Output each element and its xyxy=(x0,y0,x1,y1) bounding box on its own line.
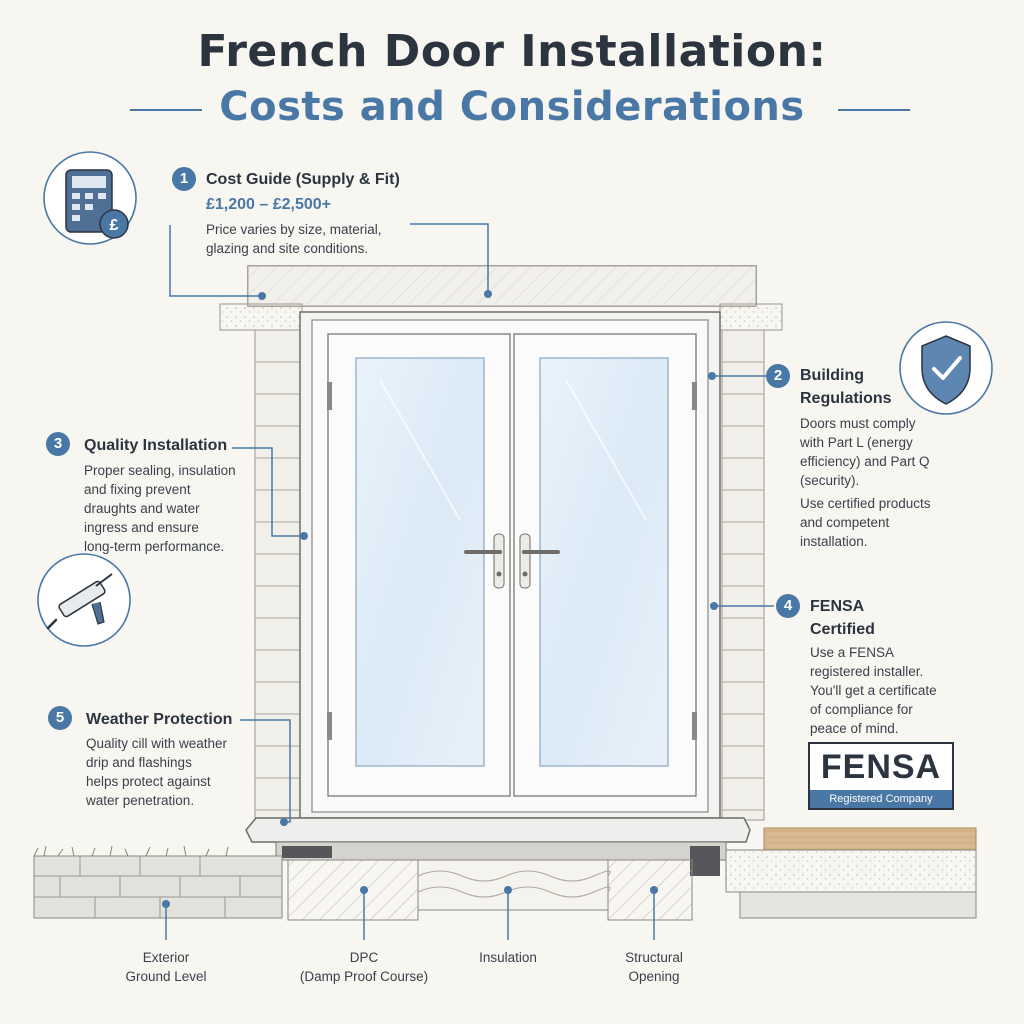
step-number-3: 3 xyxy=(46,432,70,456)
title-rule-right xyxy=(838,109,910,111)
calculator-pound-icon: £ xyxy=(43,151,137,245)
fensa-heading: FENSA Certified xyxy=(810,598,875,638)
cost-heading: Cost Guide (Supply & Fit) xyxy=(206,171,400,188)
regulations-description: Doors must comply with Part L (energy ef… xyxy=(800,416,930,488)
door-handle-left xyxy=(464,533,505,589)
label-structural-opening: Structural Opening xyxy=(625,950,683,984)
threshold-base xyxy=(275,841,727,861)
fensa-logo-name: FENSA xyxy=(820,748,942,786)
step-number-2: 2 xyxy=(766,364,790,388)
page-title-line1: French Door Installation: xyxy=(197,26,827,77)
step-number-1: 1 xyxy=(172,167,196,191)
connector-cost-left xyxy=(169,225,262,297)
brick-reveal-left xyxy=(219,303,303,821)
fensa-description: Use a FENSA registered installer. You'll… xyxy=(810,645,937,736)
quality-description: Proper sealing, insulation and fixing pr… xyxy=(84,463,236,554)
cost-description: Price varies by size, material, glazing … xyxy=(206,222,382,256)
page-title-line2: Costs and Considerations xyxy=(219,84,805,130)
insulation-block xyxy=(417,859,609,911)
shield-check-icon xyxy=(899,321,993,415)
interior-floor xyxy=(763,827,977,851)
glass-pane-right xyxy=(539,357,669,767)
exterior-paving xyxy=(33,855,283,919)
svg-text:£: £ xyxy=(110,217,119,234)
door-cill xyxy=(245,817,751,843)
regulations-advice: Use certified products and competent ins… xyxy=(800,496,931,549)
regulations-heading: Building Regulations xyxy=(800,367,892,407)
step-number-4: 4 xyxy=(776,594,800,618)
brick-reveal-right xyxy=(719,303,783,821)
fensa-logo-subtitle: Registered Company xyxy=(810,790,952,808)
weather-description: Quality cill with weather drip and flash… xyxy=(86,736,228,808)
structural-wall xyxy=(287,859,419,921)
connector-cost-lintel xyxy=(410,223,489,294)
label-exterior-ground: Exterior Ground Level xyxy=(125,950,207,984)
door-handle-right xyxy=(519,533,560,589)
label-dpc: DPC (Damp Proof Course) xyxy=(299,950,429,984)
weather-heading: Weather Protection xyxy=(86,711,233,728)
fensa-logo: FENSA Registered Company xyxy=(808,742,954,810)
quality-heading: Quality Installation xyxy=(84,437,228,454)
glass-pane-left xyxy=(355,357,485,767)
step-number-5: 5 xyxy=(48,706,72,730)
caulking-gun-icon xyxy=(37,553,131,647)
title-rule-left xyxy=(130,109,202,111)
label-insulation: Insulation xyxy=(479,950,537,965)
connector-quality xyxy=(232,447,304,537)
cost-price: £1,200 – £2,500+ xyxy=(206,196,332,213)
